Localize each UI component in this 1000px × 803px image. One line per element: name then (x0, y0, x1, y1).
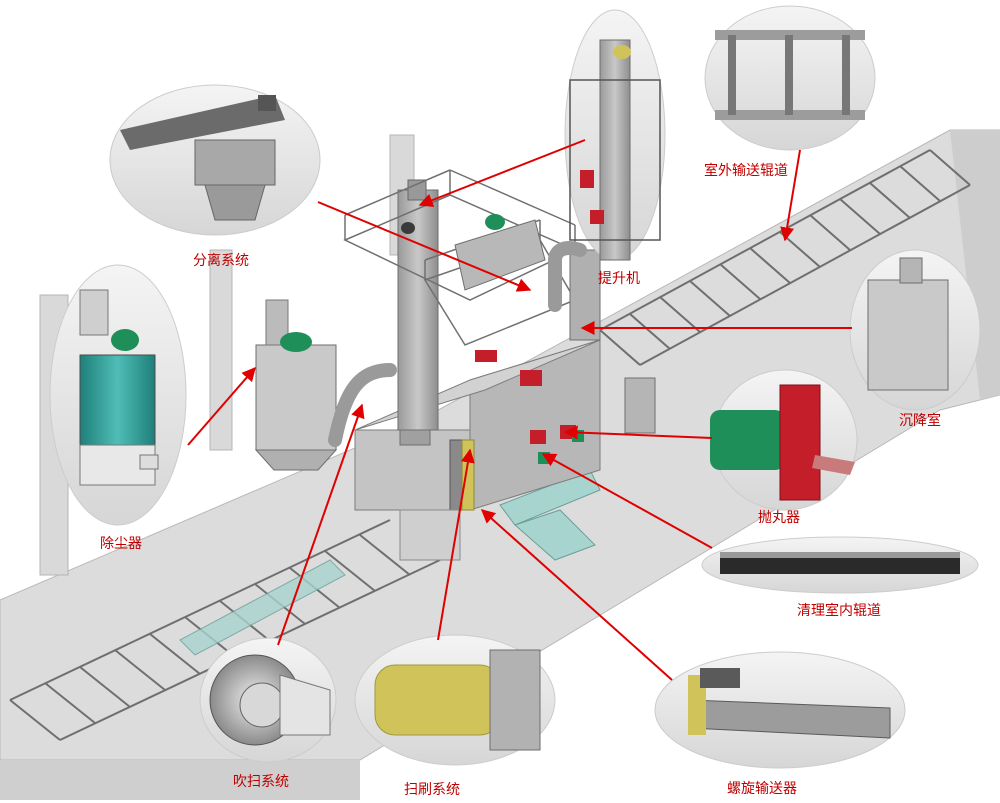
label-blowing-system: 吹扫系统 (233, 774, 289, 790)
label-settling-chamber: 沉降室 (899, 413, 941, 429)
screw-conveyor-callout-bubble (654, 651, 906, 769)
label-dust-collector: 除尘器 (100, 536, 142, 552)
shot-blaster-callout-bubble (710, 369, 858, 511)
label-outdoor-roller: 室外输送辊道 (704, 163, 788, 179)
dust-collector-callout-bubble (49, 264, 187, 526)
label-screw-conveyor: 螺旋输送器 (727, 781, 797, 797)
label-elevator: 提升机 (598, 271, 640, 287)
arrow-blowing (277, 403, 365, 646)
workpiece-plates (179, 469, 601, 656)
arrow-dust-collector (187, 366, 256, 446)
arrow-brushing (437, 448, 475, 641)
indoor-roller-callout-bubble (701, 536, 979, 594)
callout-arrows (187, 139, 852, 681)
arrow-screw-conveyor (480, 509, 673, 681)
settling-chamber-callout-bubble (849, 249, 981, 411)
arrow-shot-blaster (563, 425, 713, 440)
brushing-callout-bubble (354, 634, 556, 766)
arrow-outdoor-roller (780, 149, 801, 242)
dust-collector-unit (254, 299, 338, 471)
brush-column (461, 439, 475, 511)
arrow-indoor-roller (541, 453, 713, 549)
arrow-elevator (418, 139, 586, 207)
label-brushing-system: 扫刷系统 (404, 782, 460, 798)
air-duct (328, 241, 587, 447)
elevator-callout-bubble (564, 9, 666, 261)
blowing-callout-bubble (199, 637, 337, 763)
arrow-separation (317, 201, 532, 292)
label-shot-blaster: 抛丸器 (758, 510, 800, 526)
label-indoor-roller: 清理室内辊道 (797, 603, 881, 619)
label-separation-system: 分离系统 (193, 253, 249, 269)
control-cabinet (624, 377, 656, 434)
outdoor-roller-callout-bubble (704, 5, 876, 151)
bucket-elevator (343, 169, 601, 431)
separation-callout-bubble (109, 84, 321, 236)
